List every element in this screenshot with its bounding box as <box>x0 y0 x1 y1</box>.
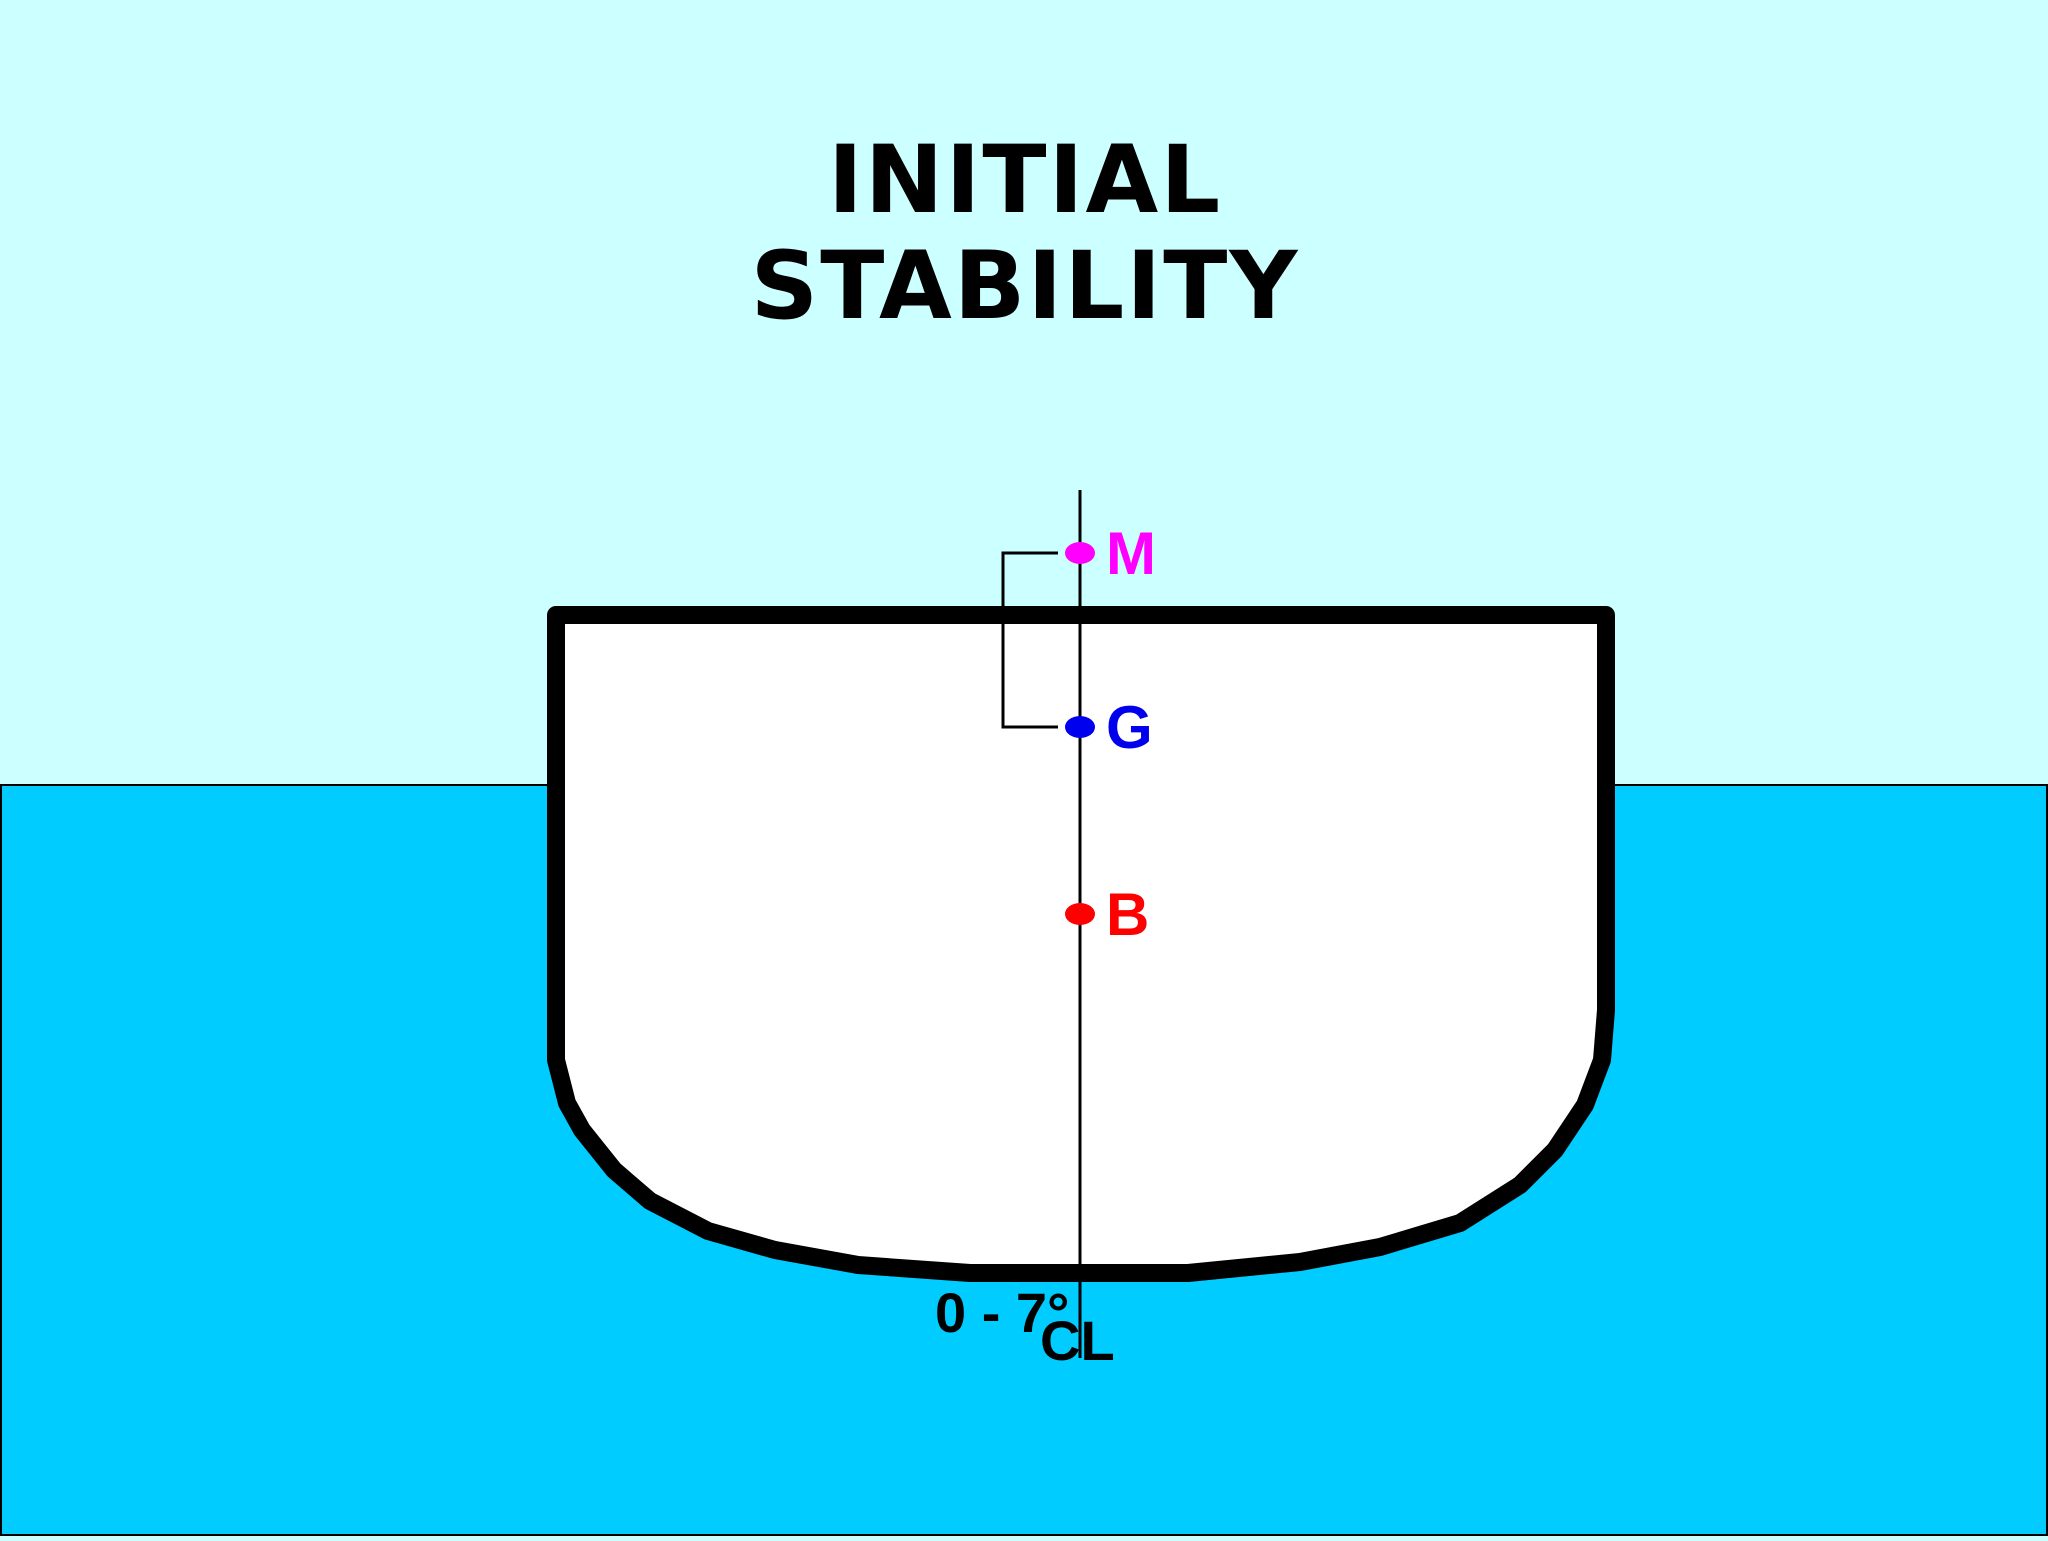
metacenter-label: M <box>1106 520 1156 587</box>
gm-bracket <box>1001 551 1058 729</box>
metacenter-point <box>1065 542 1095 564</box>
centerline-label: CL <box>1040 1309 1115 1372</box>
center-of-gravity-label: G <box>1106 694 1153 761</box>
title-line-2: STABILITY <box>751 232 1300 341</box>
title-line-1: INITIAL <box>828 126 1222 235</box>
center-of-gravity-point <box>1065 716 1095 738</box>
heel-angle-range: 0 - 7° <box>935 1281 1069 1344</box>
center-of-buoyancy-label: B <box>1106 881 1149 948</box>
center-of-buoyancy-point <box>1065 903 1095 925</box>
